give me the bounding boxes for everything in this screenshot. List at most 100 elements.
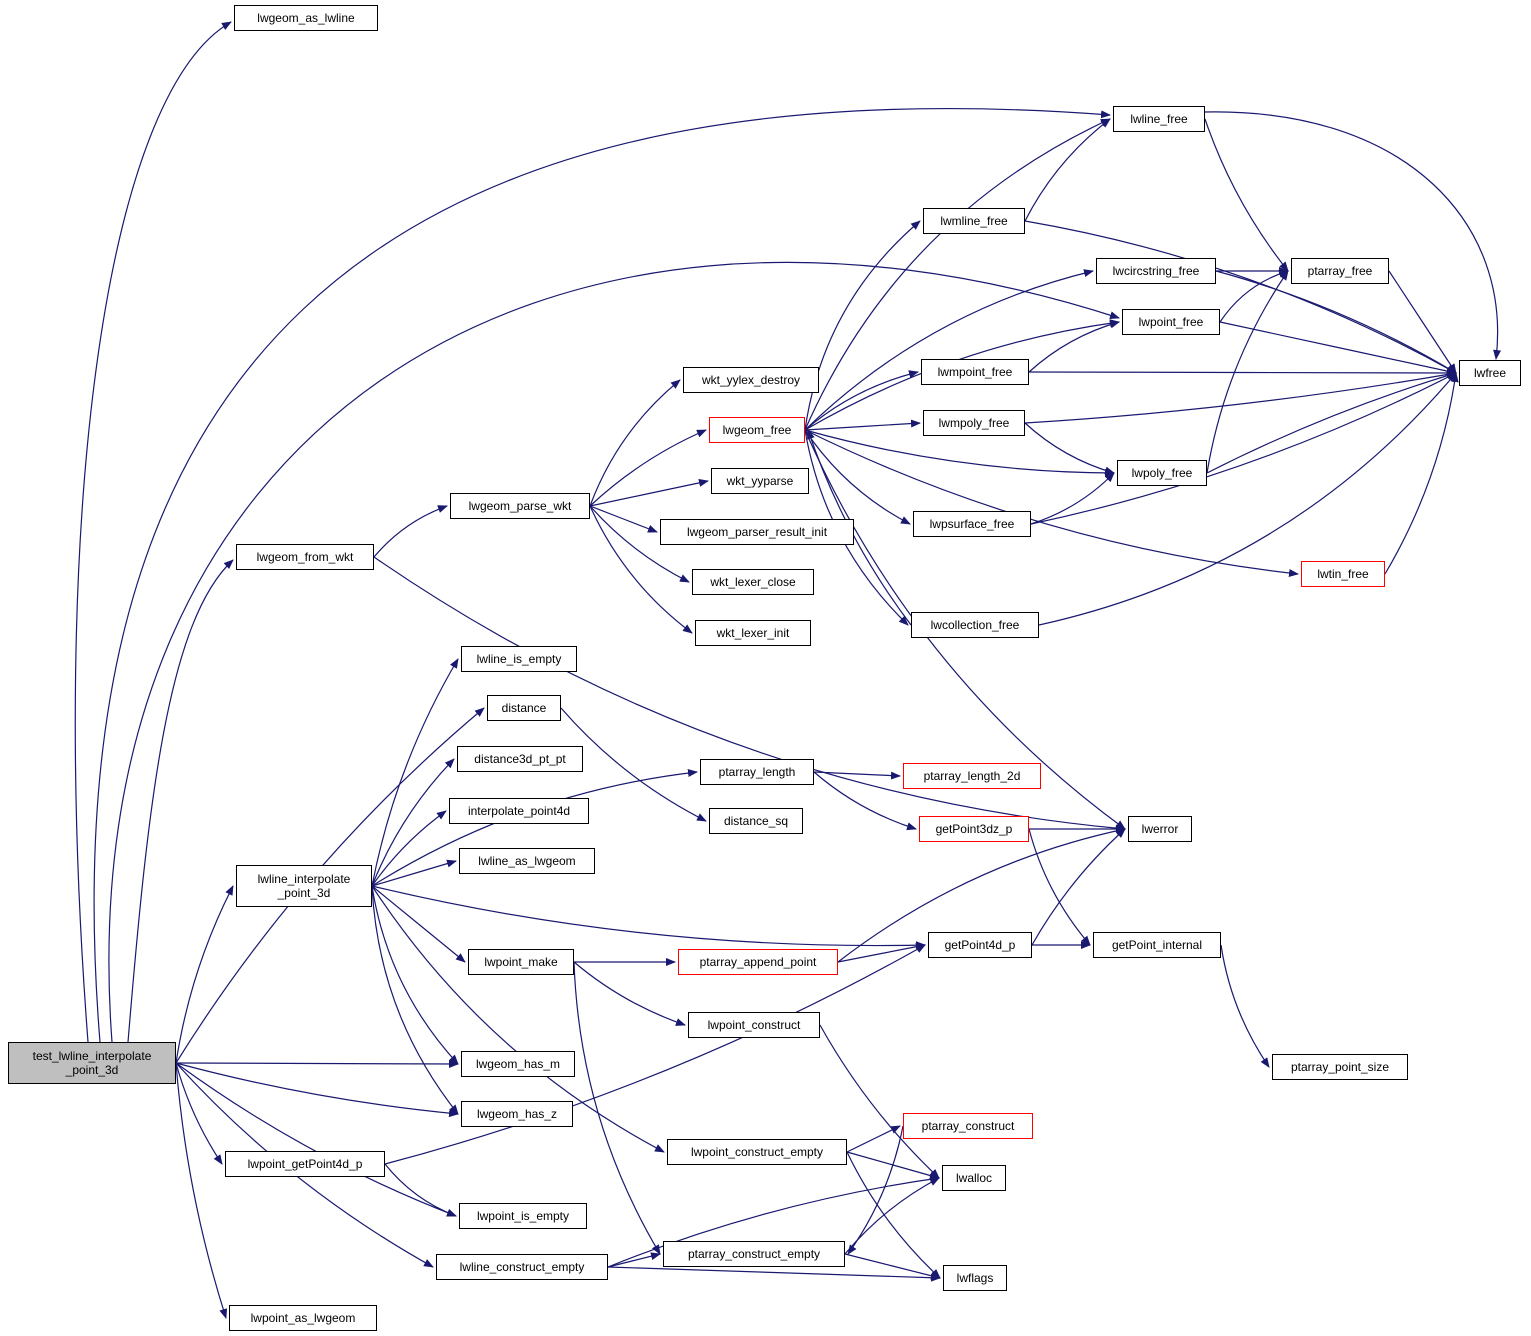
call-edge-lwpoint_getPoint4d_p-to-lwpoint_is_empty	[384, 1163, 457, 1217]
graph-node-distance[interactable]: distance	[487, 695, 561, 721]
graph-node-lwcircstring_free[interactable]: lwcircstring_free	[1096, 258, 1216, 284]
call-edge-lwline_interpolate_point_3d-to-lwline_as_lwgeom	[371, 859, 457, 887]
graph-node-wkt_yyparse[interactable]: wkt_yyparse	[711, 468, 809, 494]
call-edge-test_lwline_interpolate_point_3d-to-lwline_free	[93, 108, 1111, 1043]
call-edge-test_lwline_interpolate_point_3d-to-lwgeom_has_m	[175, 1059, 459, 1068]
graph-node-lwgeom_free[interactable]: lwgeom_free	[709, 417, 805, 443]
call-edge-test_lwline_interpolate_point_3d-to-lwline_interpolate_point_3d	[175, 885, 234, 1064]
graph-node-lwpoint_free[interactable]: lwpoint_free	[1122, 309, 1220, 335]
graph-node-lwpoint_construct[interactable]: lwpoint_construct	[688, 1012, 820, 1038]
graph-node-lwmline_free[interactable]: lwmline_free	[923, 208, 1025, 234]
call-edge-lwpsurface_free-to-lwfree	[1030, 372, 1457, 525]
graph-node-lwpsurface_free[interactable]: lwpsurface_free	[913, 511, 1031, 537]
call-edge-lwpoint_construct_empty-to-lwflags	[846, 1151, 941, 1279]
call-edge-lwgeom_parse_wkt-to-wkt_yyparse	[589, 478, 709, 507]
graph-node-ptarray_construct[interactable]: ptarray_construct	[903, 1113, 1033, 1139]
graph-node-lwgeom_has_m[interactable]: lwgeom_has_m	[461, 1051, 575, 1077]
graph-node-lwpoint_as_lwgeom[interactable]: lwpoint_as_lwgeom	[229, 1305, 377, 1331]
call-edge-lwline_construct_empty-to-ptarray_construct_empty	[607, 1252, 661, 1268]
graph-node-lwgeom_has_z[interactable]: lwgeom_has_z	[461, 1101, 573, 1127]
graph-node-lwalloc[interactable]: lwalloc	[942, 1165, 1006, 1191]
graph-node-distance_sq[interactable]: distance_sq	[709, 808, 803, 834]
graph-node-lwgeom_parse_wkt[interactable]: lwgeom_parse_wkt	[450, 493, 590, 519]
graph-node-getPoint_internal[interactable]: getPoint_internal	[1093, 932, 1221, 958]
call-edge-lwline_interpolate_point_3d-to-lwline_is_empty	[371, 658, 459, 887]
call-edge-lwmpoly_free-to-lwfree	[1024, 370, 1457, 424]
call-edge-ptarray_append_point-to-lwerror	[837, 826, 1126, 963]
call-edge-lwpoly_free-to-ptarray_free	[1206, 270, 1289, 474]
call-edge-ptarray_construct_empty-to-lwalloc	[844, 1177, 940, 1255]
call-edge-lwpoint_make-to-lwpoint_construct	[573, 961, 686, 1026]
graph-node-wkt_lexer_init[interactable]: wkt_lexer_init	[695, 620, 811, 646]
call-edge-ptarray_free-to-lwfree	[1388, 270, 1457, 374]
call-edge-lwmline_free-to-lwfree	[1024, 220, 1457, 374]
call-edge-getPoint3dz_p-to-getPoint_internal	[1028, 828, 1091, 946]
call-edge-test_lwline_interpolate_point_3d-to-lwpoint_getPoint4d_p	[175, 1062, 223, 1165]
graph-node-lwtin_free[interactable]: lwtin_free	[1301, 561, 1385, 587]
graph-node-ptarray_length[interactable]: ptarray_length	[700, 759, 814, 785]
graph-node-getPoint3dz_p[interactable]: getPoint3dz_p	[919, 816, 1029, 842]
graph-node-lwpoint_make[interactable]: lwpoint_make	[468, 949, 574, 975]
graph-node-lwcollection_free[interactable]: lwcollection_free	[911, 612, 1039, 638]
call-edge-lwgeom_free-to-lwmline_free	[804, 220, 921, 431]
call-edge-lwgeom_free-to-lwtin_free	[804, 429, 1299, 577]
call-edge-test_lwline_interpolate_point_3d-to-lwpoint_free	[108, 261, 1120, 1043]
call-edge-lwgeom_free-to-lwerror	[804, 429, 1126, 830]
call-edge-lwpoly_free-to-lwfree	[1206, 371, 1457, 474]
graph-node-ptarray_length_2d[interactable]: ptarray_length_2d	[903, 763, 1041, 789]
graph-node-lwpoint_is_empty[interactable]: lwpoint_is_empty	[459, 1203, 587, 1229]
call-edge-lwmpoint_free-to-lwpoint_free	[1028, 320, 1120, 373]
call-edge-getPoint_internal-to-ptarray_point_size	[1220, 944, 1270, 1068]
graph-node-distance3d_pt_pt[interactable]: distance3d_pt_pt	[457, 746, 583, 772]
call-edge-lwline_interpolate_point_3d-to-lwgeom_has_m	[371, 885, 459, 1065]
call-edge-test_lwline_interpolate_point_3d-to-lwgeom_has_z	[175, 1062, 459, 1118]
graph-node-lwmpoly_free[interactable]: lwmpoly_free	[923, 410, 1025, 436]
graph-node-ptarray_free[interactable]: ptarray_free	[1291, 258, 1389, 284]
call-edge-lwpoint_getPoint4d_p-to-getPoint4d_p	[384, 944, 926, 1165]
call-edge-ptarray_length-to-getPoint3dz_p	[813, 771, 917, 831]
graph-node-ptarray_point_size[interactable]: ptarray_point_size	[1272, 1054, 1408, 1080]
call-edge-ptarray_length-to-ptarray_length_2d	[813, 771, 901, 780]
graph-node-lwline_free[interactable]: lwline_free	[1113, 106, 1205, 132]
graph-node-lwgeom_parser_result_init[interactable]: lwgeom_parser_result_init	[660, 519, 854, 545]
call-edge-lwgeom_parse_wkt-to-wkt_lexer_close	[589, 505, 690, 583]
call-edge-lwline_interpolate_point_3d-to-lwpoint_make	[371, 885, 466, 963]
call-edge-lwpoint_free-to-lwfree	[1219, 321, 1457, 376]
graph-node-lwpoint_construct_empty[interactable]: lwpoint_construct_empty	[667, 1139, 847, 1165]
graph-node-lwpoly_free[interactable]: lwpoly_free	[1117, 460, 1207, 486]
call-edge-lwline_interpolate_point_3d-to-interpolate_point4d	[371, 810, 447, 887]
call-edge-lwmpoly_free-to-lwpoly_free	[1024, 422, 1115, 475]
graph-node-lwgeom_from_wkt[interactable]: lwgeom_from_wkt	[236, 544, 374, 570]
call-edge-lwgeom_free-to-lwpsurface_free	[804, 429, 911, 525]
graph-node-lwline_construct_empty[interactable]: lwline_construct_empty	[436, 1254, 608, 1280]
call-edge-test_lwline_interpolate_point_3d-to-lwgeom_as_lwline	[74, 21, 232, 1043]
graph-node-lwerror[interactable]: lwerror	[1128, 816, 1192, 842]
graph-node-getPoint4d_p[interactable]: getPoint4d_p	[928, 932, 1032, 958]
graph-node-lwmpoint_free[interactable]: lwmpoint_free	[921, 359, 1029, 385]
graph-node-lwpoint_getPoint4d_p[interactable]: lwpoint_getPoint4d_p	[225, 1151, 385, 1177]
graph-node-wkt_yylex_destroy[interactable]: wkt_yylex_destroy	[683, 367, 819, 393]
call-edge-lwgeom_free-to-lwline_free	[804, 118, 1111, 431]
call-edge-lwgeom_from_wkt-to-lwerror	[373, 556, 1126, 833]
graph-node-lwgeom_as_lwline[interactable]: lwgeom_as_lwline	[234, 5, 378, 31]
call-edge-lwgeom_parse_wkt-to-lwgeom_free	[589, 429, 707, 507]
call-edge-lwline_interpolate_point_3d-to-getPoint4d_p	[371, 885, 926, 950]
graph-node-lwline_as_lwgeom[interactable]: lwline_as_lwgeom	[459, 848, 595, 874]
call-edge-lwcircstring_free-to-lwfree	[1215, 270, 1457, 374]
graph-node-lwline_interpolate_point_3d[interactable]: lwline_interpolate _point_3d	[236, 865, 372, 907]
graph-node-ptarray_append_point[interactable]: ptarray_append_point	[678, 949, 838, 975]
graph-node-ptarray_construct_empty[interactable]: ptarray_construct_empty	[663, 1241, 845, 1267]
graph-node-lwfree[interactable]: lwfree	[1459, 360, 1521, 386]
graph-node-lwflags[interactable]: lwflags	[943, 1265, 1007, 1291]
call-edge-test_lwline_interpolate_point_3d-to-lwpoint_as_lwgeom	[175, 1062, 228, 1319]
call-edge-lwline_construct_empty-to-lwflags	[607, 1266, 941, 1282]
graph-node-wkt_lexer_close[interactable]: wkt_lexer_close	[692, 569, 814, 595]
call-edge-lwpsurface_free-to-lwpoly_free	[1030, 472, 1115, 525]
call-edge-lwgeom_free-to-lwpoly_free	[804, 429, 1115, 477]
call-edge-test_lwline_interpolate_point_3d-to-lwgeom_from_wkt	[127, 559, 234, 1043]
graph-node-interpolate_point4d[interactable]: interpolate_point4d	[449, 798, 589, 824]
graph-node-lwline_is_empty[interactable]: lwline_is_empty	[461, 646, 577, 672]
call-edge-lwcollection_free-to-lwfree	[1038, 372, 1457, 626]
